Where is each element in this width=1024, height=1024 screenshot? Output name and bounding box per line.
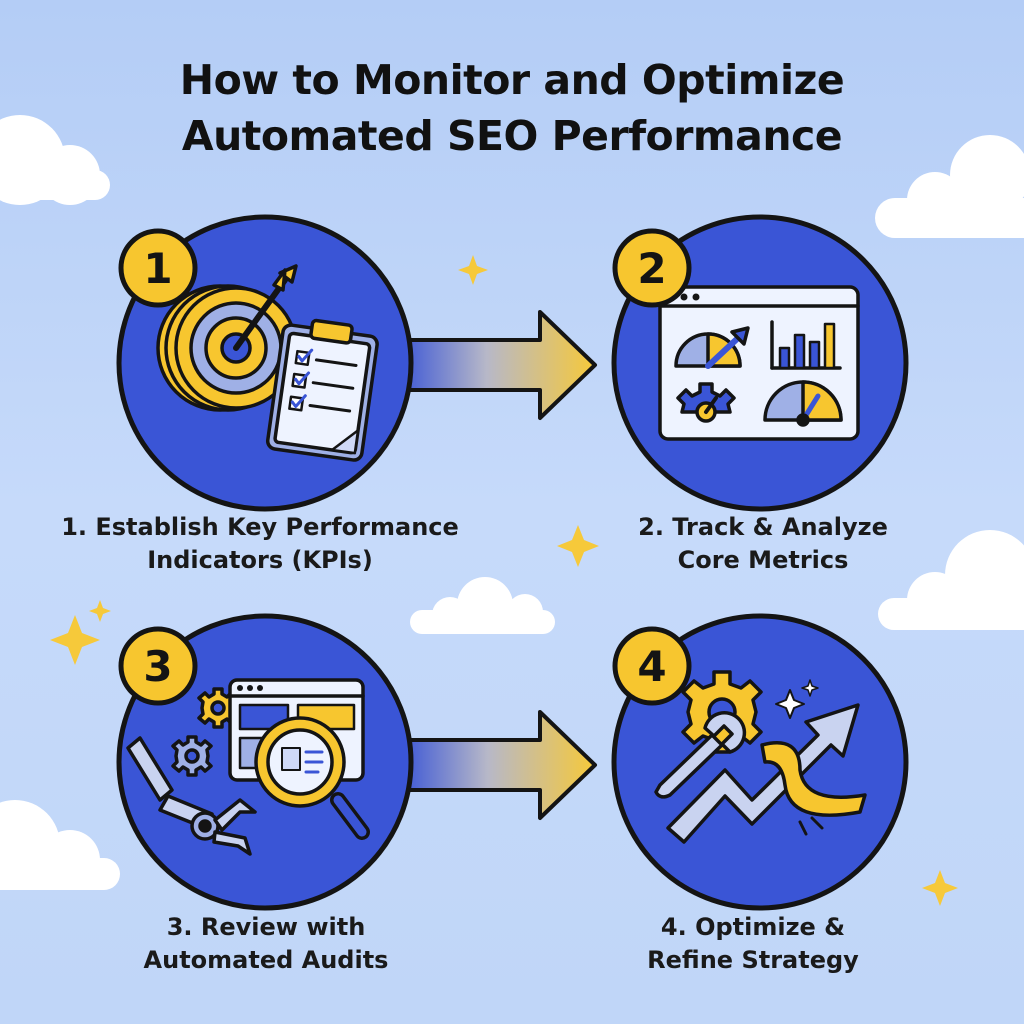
step-2: 2 [611, 214, 909, 512]
sparkle-icon [801, 679, 819, 697]
step-1-badge [118, 228, 198, 308]
wrench-gear-arrow-icon [654, 670, 867, 844]
cloud-right-middle [878, 530, 1024, 630]
step-3-badge [118, 626, 198, 706]
robot-magnifier-audit-icon [126, 678, 370, 856]
step-2-label-line-1: 2. Track & Analyze [638, 513, 888, 541]
step-2-number: 2 [637, 244, 666, 293]
title-line-1: How to Monitor and Optimize [179, 56, 845, 104]
step-4: 4 [611, 613, 909, 911]
step-2-badge [612, 228, 692, 308]
step-3-label: 3. Review with Automated Audits [56, 911, 476, 977]
step-3: 3 [116, 613, 414, 911]
step-2-label-line-2: Core Metrics [677, 546, 849, 574]
sparkle-icon [89, 600, 111, 622]
step-1-label-line-1: 1. Establish Key Performance [61, 513, 459, 541]
cloud-top-left [0, 115, 110, 205]
step-1-label: 1. Establish Key Performance Indicators … [50, 511, 470, 577]
step-4-label-line-1: 4. Optimize & [660, 913, 846, 941]
cloud-bottom-left [0, 800, 120, 890]
sparkle-icon [50, 615, 100, 665]
sparkle-icon [922, 870, 958, 906]
step-1-label-line-2: Indicators (KPIs) [147, 546, 373, 574]
step-3-label-line-2: Automated Audits [143, 946, 389, 974]
step-3-number: 3 [143, 642, 172, 691]
dashboard-gauges-icon [658, 285, 860, 441]
step-1: 1 [116, 214, 414, 512]
cloud-middle [410, 577, 555, 634]
step-4-badge [612, 626, 692, 706]
arrow-step3-to-step4 [398, 710, 597, 820]
arrow-step1-to-step2 [396, 310, 597, 420]
sparkle-icon [557, 525, 599, 567]
sparkle-icon [775, 689, 805, 719]
target-clipboard-icon [156, 264, 379, 462]
sparkle-icon [458, 255, 488, 285]
step-4-label-line-2: Refine Strategy [647, 946, 859, 974]
step-4-number: 4 [637, 642, 666, 691]
step-4-label: 4. Optimize & Refine Strategy [543, 911, 963, 977]
step-2-label: 2. Track & Analyze Core Metrics [553, 511, 973, 577]
title-line-2: Automated SEO Performance [181, 112, 843, 160]
step-3-label-line-1: 3. Review with [166, 913, 366, 941]
cloud-top-right [875, 135, 1024, 238]
step-1-number: 1 [143, 244, 172, 293]
